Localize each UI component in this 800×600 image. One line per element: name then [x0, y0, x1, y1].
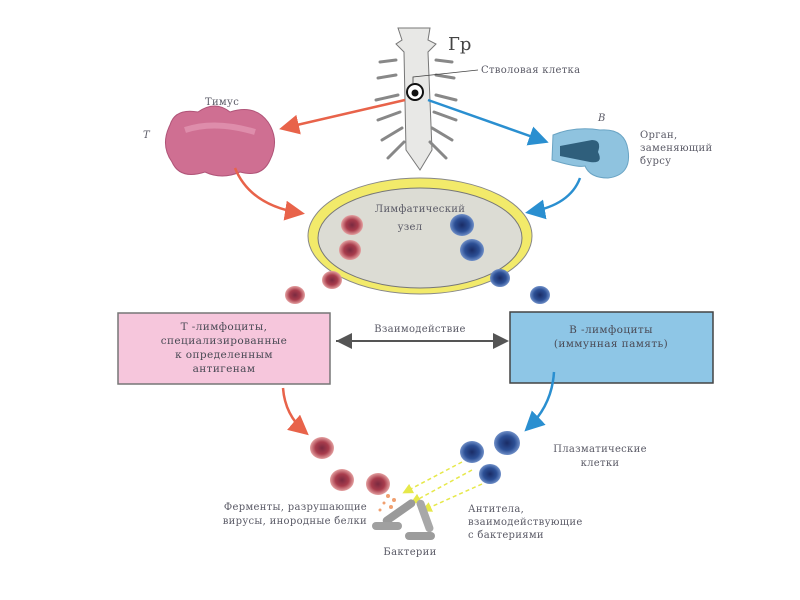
gr-label: Гр [448, 34, 471, 55]
bacteria-illustration [372, 494, 435, 540]
plasma-cells-label-1: Плазматические [553, 444, 647, 455]
t-box-line-1: T -лимфоциты, [181, 321, 268, 333]
bacteria-label: Бактерии [383, 547, 436, 558]
antibodies-label-3: с бактериями [468, 530, 544, 541]
t-lymphocyte-cells [285, 215, 390, 495]
lymph-node-label-1: Лимфатический [375, 204, 465, 215]
thymus-illustration [165, 105, 275, 177]
t-box-line-3: к определенным [175, 349, 273, 361]
bursa-to-node-arrow [525, 177, 582, 220]
antibodies-label-2: взаимодействующие [468, 517, 583, 528]
thymus-label: Тимус [205, 97, 239, 108]
antibody-arrows [402, 461, 483, 512]
lymph-node-illustration [307, 177, 533, 295]
b-letter: B [597, 113, 606, 124]
t-letter: T [143, 130, 151, 141]
stem-cell-label: Стволовая клетка [481, 65, 580, 76]
thymus-to-node-arrow [233, 167, 305, 221]
b-box-line-1: B -лимфоциты [569, 324, 653, 336]
b-box-to-plasma-arrow [524, 371, 556, 432]
bursa-organ-label-3: бурсу [640, 156, 671, 167]
t-box-line-2: специализированные [161, 335, 287, 347]
plasma-cells-label-2: клетки [581, 458, 620, 469]
stem-to-thymus-arrow [279, 98, 406, 135]
t-lymphocytes-box [117, 312, 331, 385]
stem-to-bursa-arrow [427, 98, 549, 146]
spinal-column-illustration [374, 27, 479, 171]
b-lymphocyte-cells [450, 214, 550, 484]
antibodies-label-1: Антитела, [468, 504, 524, 515]
bursa-organ-label-1: Орган, [640, 130, 677, 141]
bursa-organ-label-2: заменяющий [640, 143, 712, 154]
lymph-node-label-2: узел [398, 222, 423, 233]
t-box-line-4: антигенам [193, 363, 256, 375]
interaction-label: Взаимодействие [374, 324, 466, 335]
bursa-organ-illustration [551, 128, 630, 179]
b-box-line-2: (иммунная память) [554, 338, 668, 350]
t-box-to-cells-arrow [281, 387, 309, 436]
b-lymphocytes-box [509, 311, 714, 384]
enzymes-label-1: Ферменты, разрушающие [224, 502, 367, 513]
enzymes-label-2: вирусы, инородные белки [223, 516, 367, 527]
